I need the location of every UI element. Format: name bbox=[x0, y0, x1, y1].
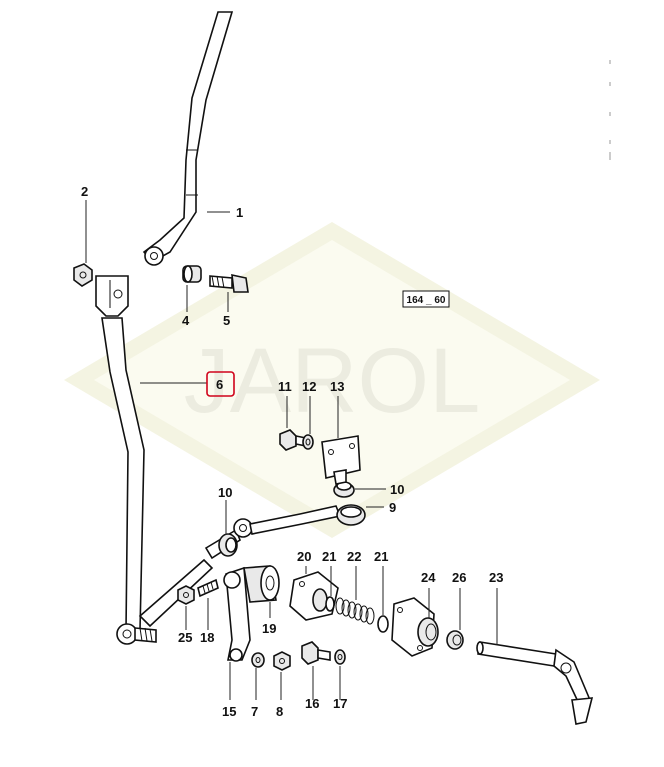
part-17-washer bbox=[334, 649, 346, 665]
part-2-nut bbox=[73, 263, 93, 287]
part-12-washer bbox=[302, 434, 314, 450]
callout-24[interactable]: 24 bbox=[421, 570, 436, 585]
watermark-text: JAROL bbox=[184, 330, 481, 432]
callout-11[interactable]: 11 bbox=[278, 379, 292, 394]
callout-21-left[interactable]: 21 bbox=[322, 549, 336, 564]
callout-18[interactable]: 18 bbox=[200, 630, 214, 645]
part-21-ring-right bbox=[377, 615, 389, 633]
callout-25[interactable]: 25 bbox=[178, 630, 192, 645]
part-13-bracket bbox=[321, 435, 361, 485]
part-26-bushing bbox=[446, 630, 464, 650]
part-6-control-rod bbox=[95, 275, 157, 645]
callout-2[interactable]: 2 bbox=[81, 184, 88, 199]
callout-7[interactable]: 7 bbox=[251, 704, 258, 719]
reference-code: 164 _ 60 bbox=[407, 295, 446, 306]
callout-20[interactable]: 20 bbox=[297, 549, 311, 564]
callout-26[interactable]: 26 bbox=[452, 570, 466, 585]
part-18-stud bbox=[197, 578, 219, 598]
part-8-nut bbox=[273, 651, 291, 671]
callout-19[interactable]: 19 bbox=[262, 621, 276, 636]
callout-23[interactable]: 23 bbox=[489, 570, 503, 585]
part-15-bell-crank bbox=[223, 566, 251, 662]
callout-5[interactable]: 5 bbox=[223, 313, 230, 328]
callout-8[interactable]: 8 bbox=[276, 704, 283, 719]
part-25-nut bbox=[177, 585, 195, 605]
part-4-bushing bbox=[182, 265, 202, 283]
callout-15[interactable]: 15 bbox=[222, 704, 236, 719]
part-10-bushing-upper bbox=[333, 481, 355, 498]
callout-6[interactable]: 6 bbox=[216, 377, 223, 392]
callout-10-right[interactable]: 10 bbox=[390, 482, 404, 497]
part-7-washer bbox=[251, 652, 265, 668]
callout-4[interactable]: 4 bbox=[182, 313, 190, 328]
callout-21-right[interactable]: 21 bbox=[374, 549, 388, 564]
part-1-upper-lever bbox=[142, 11, 234, 266]
callout-9[interactable]: 9 bbox=[389, 500, 396, 515]
part-21-ring-left bbox=[325, 596, 335, 612]
part-9-link-rod bbox=[138, 504, 366, 628]
callout-17[interactable]: 17 bbox=[333, 696, 347, 711]
part-5-pin bbox=[209, 273, 249, 293]
highlight-box-part-6 bbox=[206, 371, 235, 397]
callout-16[interactable]: 16 bbox=[305, 696, 319, 711]
watermark: JAROL bbox=[64, 222, 600, 538]
part-22-spring bbox=[335, 597, 375, 625]
callouts: 1 2 4 5 6 7 8 9 10 10 11 12 13 15 16 17 … bbox=[81, 184, 503, 719]
part-10-bushing-left bbox=[218, 533, 238, 557]
callout-1[interactable]: 1 bbox=[236, 205, 243, 220]
reference-code-box: 164 _ 60 bbox=[402, 290, 450, 308]
callout-10-left[interactable]: 10 bbox=[218, 485, 232, 500]
callout-12[interactable]: 12 bbox=[302, 379, 316, 394]
callout-22[interactable]: 22 bbox=[347, 549, 361, 564]
part-16-bolt bbox=[301, 641, 331, 665]
part-23-selector-shaft bbox=[476, 641, 594, 725]
part-19-pivot-hub bbox=[243, 565, 280, 603]
callout-13[interactable]: 13 bbox=[330, 379, 344, 394]
part-24-housing bbox=[391, 597, 439, 657]
